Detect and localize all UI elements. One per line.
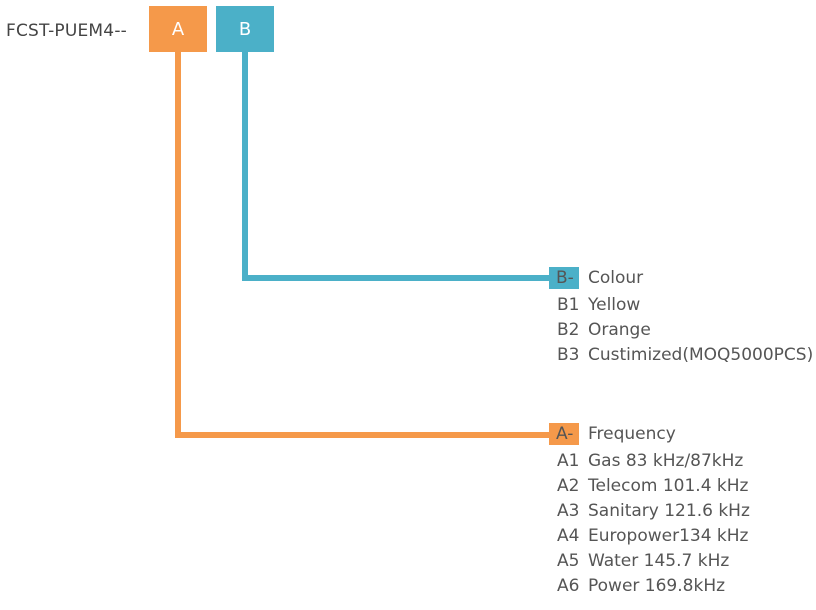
option-label: Europower134 kHz <box>588 526 749 546</box>
option-code: A3 <box>557 501 580 521</box>
colour-group-header: B- Colour <box>549 267 813 289</box>
option-code: A6 <box>557 576 580 596</box>
option-label: Telecom 101.4 kHz <box>588 476 749 496</box>
option-code: B3 <box>557 345 580 365</box>
segment-b-label: B <box>238 18 252 40</box>
frequency-option: A3 Sanitary 121.6 kHz <box>549 499 750 524</box>
colour-option: B1 Yellow <box>549 293 813 318</box>
colour-group: B- Colour B1 Yellow B2 Orange B3 Custimi… <box>549 267 813 368</box>
frequency-option: A4 Europower134 kHz <box>549 524 750 549</box>
option-label: Power 169.8kHz <box>588 576 726 596</box>
frequency-group-title: Frequency <box>588 424 676 444</box>
option-label: Sanitary 121.6 kHz <box>588 501 750 521</box>
colour-group-tag: B- <box>549 267 579 289</box>
option-code: A2 <box>557 476 580 496</box>
option-code: A1 <box>557 451 580 471</box>
frequency-option: A1 Gas 83 kHz/87kHz <box>549 449 750 474</box>
colour-option: B3 Custimized(MOQ5000PCS) <box>549 343 813 368</box>
option-code: B2 <box>557 320 580 340</box>
segment-a-label: A <box>171 18 185 40</box>
option-code: A5 <box>557 551 580 571</box>
option-code: A4 <box>557 526 580 546</box>
connector-a <box>175 52 549 438</box>
colour-option: B2 Orange <box>549 318 813 343</box>
connector-b <box>242 52 549 281</box>
option-code: B1 <box>557 295 580 315</box>
product-code-prefix: FCST-PUEM4-- <box>6 21 127 41</box>
option-label: Custimized(MOQ5000PCS) <box>588 345 814 365</box>
frequency-option: A5 Water 145.7 kHz <box>549 549 750 574</box>
frequency-group-header: A- Frequency <box>549 423 750 445</box>
segment-a-box: A <box>149 6 207 52</box>
colour-group-title: Colour <box>588 268 644 288</box>
frequency-option: A6 Power 169.8kHz <box>549 574 750 599</box>
option-label: Yellow <box>588 295 641 315</box>
option-label: Water 145.7 kHz <box>588 551 730 571</box>
option-label: Gas 83 kHz/87kHz <box>588 451 744 471</box>
option-label: Orange <box>588 320 651 340</box>
frequency-group-tag: A- <box>549 423 579 445</box>
segment-b-box: B <box>216 6 274 52</box>
frequency-option: A2 Telecom 101.4 kHz <box>549 474 750 499</box>
frequency-group: A- Frequency A1 Gas 83 kHz/87kHz A2 Tele… <box>549 423 750 599</box>
